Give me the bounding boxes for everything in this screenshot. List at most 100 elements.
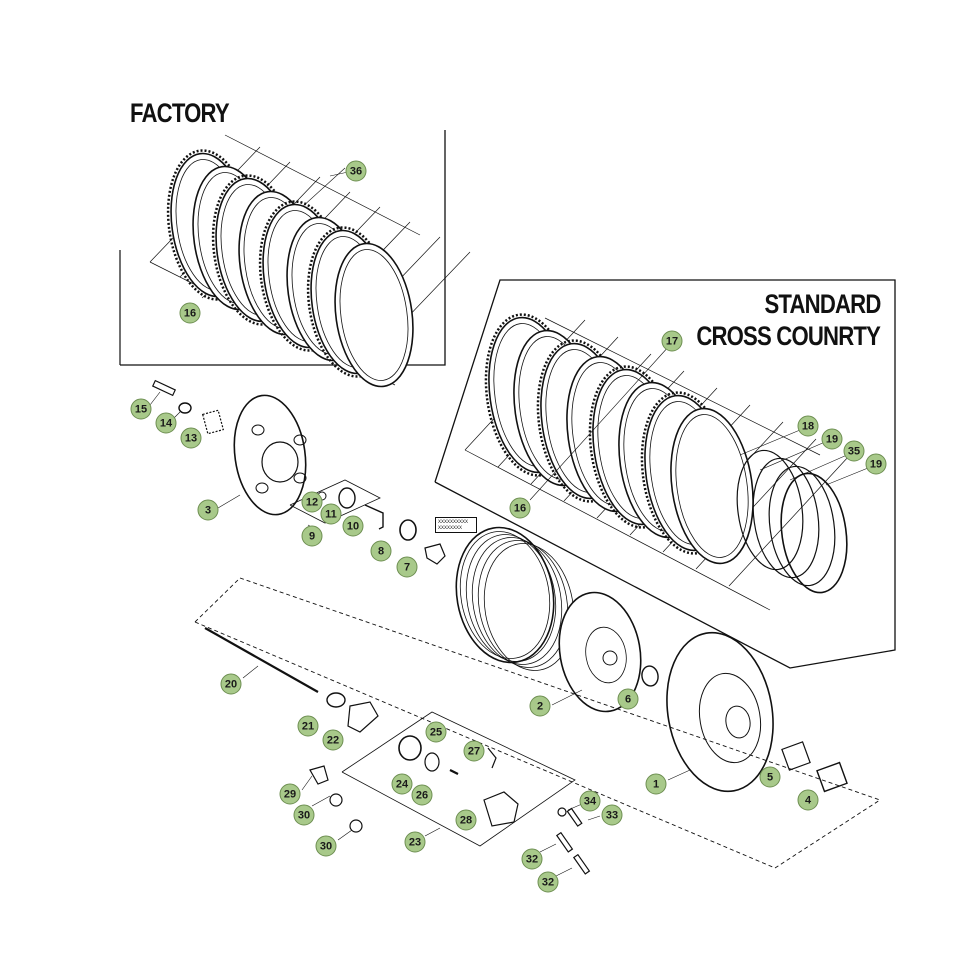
spring-13: [201, 409, 225, 435]
callout-26: 26: [411, 784, 433, 806]
callout-3: 3: [197, 499, 219, 521]
factory-heading: FACTORY: [130, 98, 230, 128]
release-bearing-frame: [289, 479, 381, 524]
standard-guide-base: [464, 449, 771, 611]
o-ring-21: [326, 692, 346, 708]
leader-15: [149, 391, 161, 406]
callout-19-b: 19: [865, 453, 887, 475]
standard-guide: [728, 455, 850, 587]
axis-dash-bottom: [194, 621, 776, 869]
callout-33: 33: [601, 804, 623, 826]
washer-30a: [329, 793, 343, 807]
callout-12: 12: [301, 491, 323, 513]
part-tag-label: XXXXXXXXXX XXXXXXXX: [435, 517, 477, 533]
inner-hub-2-bore: [602, 650, 618, 666]
callout-15: 15: [130, 398, 152, 420]
bolt-15: [151, 379, 177, 397]
callout-21: 21: [297, 715, 319, 737]
spring-ring-19a: [752, 457, 820, 579]
leader-19a: [759, 441, 826, 471]
leader-20: [242, 665, 259, 679]
callout-14: 14: [155, 412, 177, 434]
callout-22: 22: [322, 729, 344, 751]
callout-16-standard: 16: [509, 497, 531, 519]
callout-27: 27: [463, 740, 485, 762]
callout-30-b: 30: [315, 835, 337, 857]
washer-14: [178, 402, 192, 414]
clutch-basket-1-gear: [698, 672, 762, 764]
leader-30b: [337, 829, 353, 841]
nut-8: [399, 519, 417, 541]
pressure-plate-boss-1: [251, 424, 265, 436]
plate-pack-layer-1: [459, 531, 551, 659]
callout-24: 24: [391, 773, 413, 795]
callout-18: 18: [797, 415, 819, 437]
piston-24: [398, 735, 422, 761]
leader-1: [667, 769, 691, 781]
callout-36: 36: [345, 160, 367, 182]
bleeder-27: [487, 747, 497, 769]
leader-29: [301, 775, 313, 791]
lock-washer-7: [424, 543, 446, 565]
pressure-plate: [233, 394, 307, 516]
clutch-basket-1: [666, 631, 774, 793]
callout-5: 5: [759, 766, 781, 788]
pressure-plate-hub: [261, 441, 299, 483]
standard-plate-8: [670, 407, 754, 565]
callout-16-factory: 16: [179, 302, 201, 324]
axis-dash-right: [774, 799, 881, 869]
standard-heading-line2: CROSS COUNRTY: [696, 321, 881, 351]
leader-3: [217, 494, 241, 509]
bushing-4: [816, 761, 848, 793]
needle-bearing-5: [781, 741, 811, 771]
banjo-29: [309, 765, 329, 785]
axis-dash-left: [194, 577, 241, 623]
slave-cylinder-frame: [341, 711, 576, 847]
spring-ring-35: [768, 465, 836, 587]
pushrod-10: [364, 504, 384, 530]
factory-frame: [120, 130, 446, 366]
pressure-plate-boss-3: [255, 482, 269, 494]
standard-heading-line1: STANDARD: [763, 289, 881, 319]
washer-34: [557, 807, 567, 817]
callout-30-a: 30: [293, 804, 315, 826]
callout-19-a: 19: [821, 428, 843, 450]
inner-hub-2: [558, 591, 642, 713]
plate-pack-layer-2: [465, 534, 557, 662]
slave-housing-28: [483, 791, 519, 827]
leader-35: [789, 454, 848, 481]
callout-28: 28: [455, 809, 477, 831]
callout-8: 8: [370, 540, 392, 562]
leader-18: [739, 429, 801, 456]
o-ring-25: [424, 752, 440, 772]
standard-guide-top: [544, 317, 821, 456]
bolt-33: [566, 807, 583, 827]
plate-pack-layer-3: [471, 537, 563, 665]
callout-32-b: 32: [537, 871, 559, 893]
leader-33: [587, 815, 601, 821]
inner-hub-2-center: [585, 626, 627, 684]
callout-6: 6: [617, 688, 639, 710]
spring-26: [449, 769, 459, 775]
bolt-32a: [555, 831, 574, 853]
spring-ring-18: [736, 449, 804, 571]
callout-1: 1: [645, 773, 667, 795]
plate-pack-layer-5: [483, 543, 575, 671]
washer-6: [641, 665, 659, 687]
factory-guide-top: [224, 134, 421, 236]
plate-pack: [455, 526, 555, 664]
gasket-22: [347, 701, 379, 733]
factory-leader-36: [329, 171, 349, 177]
factory-plate-8: [334, 242, 414, 388]
pressure-plate-boss-2: [293, 434, 307, 446]
bolt-32b: [572, 853, 591, 875]
leader-32a: [539, 843, 557, 853]
callout-29: 29: [279, 783, 301, 805]
callout-17: 17: [661, 330, 683, 352]
leader-32b: [555, 867, 573, 877]
callout-32-a: 32: [521, 848, 543, 870]
spring-ring-19b: [780, 472, 848, 594]
standard-leader-16: [529, 344, 671, 501]
callout-7: 7: [396, 556, 418, 578]
